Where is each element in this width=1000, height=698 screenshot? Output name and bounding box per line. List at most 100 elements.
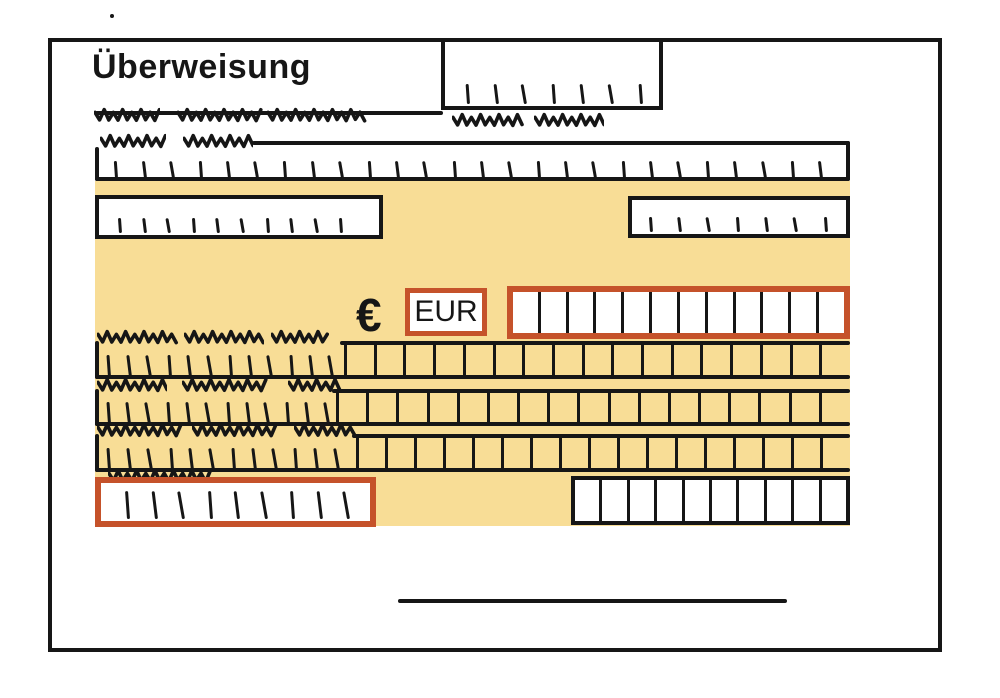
- tick-mark: [638, 83, 643, 105]
- tick-mark: [186, 354, 193, 378]
- char-cell: [794, 480, 822, 521]
- tick-mark: [736, 216, 741, 233]
- tick-mark: [253, 160, 260, 179]
- char-cell: [460, 393, 490, 422]
- tick-mark: [564, 160, 570, 179]
- tick-mark: [165, 217, 172, 234]
- char-cell: [792, 393, 822, 422]
- tick-mark: [247, 354, 254, 378]
- tick-mark: [207, 490, 213, 520]
- char-cell: [596, 292, 625, 333]
- field-left-edge: [95, 434, 99, 472]
- field-top-rule: [352, 434, 850, 438]
- char-cell: [793, 345, 823, 375]
- char-cell: [475, 438, 504, 468]
- tick-mark: [395, 160, 401, 179]
- char-cell: [585, 345, 615, 375]
- tick-mark: [228, 354, 233, 378]
- char-cell: [649, 438, 678, 468]
- char-cell: [822, 480, 846, 521]
- char-cell: [763, 345, 793, 375]
- tick-mark: [226, 160, 232, 179]
- char-cell: [685, 480, 713, 521]
- char-cell: [602, 480, 630, 521]
- tick-mark: [507, 160, 514, 179]
- tick-mark: [312, 217, 319, 234]
- ink-speck: [110, 14, 114, 18]
- char-cell: [674, 345, 704, 375]
- signature-line[interactable]: [398, 599, 787, 603]
- tick-mark: [706, 160, 711, 179]
- tick-mark: [339, 217, 344, 234]
- tick-mark: [141, 160, 147, 179]
- tick-mark: [151, 491, 158, 520]
- char-cell: [731, 393, 762, 422]
- tick-mark: [327, 355, 335, 378]
- char-cell: [823, 438, 849, 468]
- char-cell: [701, 393, 732, 422]
- tick-mark: [333, 448, 341, 471]
- char-cell: [822, 345, 849, 375]
- field-top-rule: [332, 389, 850, 393]
- char-cell: [736, 292, 764, 333]
- tick-mark: [233, 491, 241, 520]
- char-cell: [580, 393, 611, 422]
- char-cell: [446, 438, 475, 468]
- char-cell: [591, 438, 620, 468]
- tick-mark: [648, 160, 655, 179]
- tick-mark: [290, 490, 296, 520]
- field-bottom-rule: [95, 375, 850, 379]
- tick-mark: [342, 491, 351, 520]
- char-cell: [680, 292, 708, 333]
- char-cell: [555, 345, 585, 375]
- tick-mark: [621, 160, 626, 179]
- tick-mark: [823, 216, 828, 233]
- field-bottom-rule: [95, 422, 850, 426]
- char-cell: [490, 393, 521, 422]
- field-right-edge: [846, 141, 850, 181]
- tick-mark: [198, 160, 204, 179]
- header-code-field[interactable]: [441, 38, 663, 110]
- tick-mark: [251, 447, 257, 471]
- char-cell: [359, 438, 388, 468]
- field-bottom-rule: [95, 468, 850, 472]
- tick-mark: [142, 217, 148, 234]
- tick-mark: [648, 216, 653, 233]
- tick-mark: [106, 354, 112, 378]
- tick-mark: [205, 355, 213, 378]
- scribble-label: [94, 106, 160, 126]
- sender-bank-code-field[interactable]: [571, 476, 850, 525]
- recipient-account-field[interactable]: [95, 195, 383, 239]
- char-cell: [388, 438, 417, 468]
- tick-mark: [285, 401, 291, 425]
- char-cell: [791, 292, 820, 333]
- tick-mark: [191, 217, 197, 234]
- char-cell: [761, 393, 792, 422]
- char-cell: [763, 292, 792, 333]
- char-cell: [417, 438, 446, 468]
- scribble-label: [288, 376, 344, 396]
- tick-mark: [607, 84, 614, 105]
- form-title: Überweisung: [92, 48, 311, 86]
- tick-mark: [551, 83, 557, 105]
- tick-mark: [313, 447, 320, 471]
- tick-mark: [168, 160, 175, 179]
- tick-mark: [733, 160, 739, 179]
- tick-mark: [367, 160, 373, 179]
- char-cell: [678, 438, 707, 468]
- tick-mark: [185, 401, 192, 425]
- tick-mark: [817, 160, 824, 179]
- char-cell: [406, 345, 437, 375]
- char-cell: [624, 292, 653, 333]
- tick-mark: [316, 491, 323, 520]
- char-cell: [657, 480, 685, 521]
- amount-field[interactable]: [507, 286, 850, 339]
- sender-account-field[interactable]: [95, 477, 376, 527]
- tick-mark: [118, 217, 123, 234]
- char-cell: [630, 480, 658, 521]
- char-cell: [644, 345, 674, 375]
- tick-mark: [289, 217, 295, 234]
- bank-code-field[interactable]: [628, 196, 850, 238]
- tick-mark: [289, 354, 294, 378]
- char-cell: [430, 393, 460, 422]
